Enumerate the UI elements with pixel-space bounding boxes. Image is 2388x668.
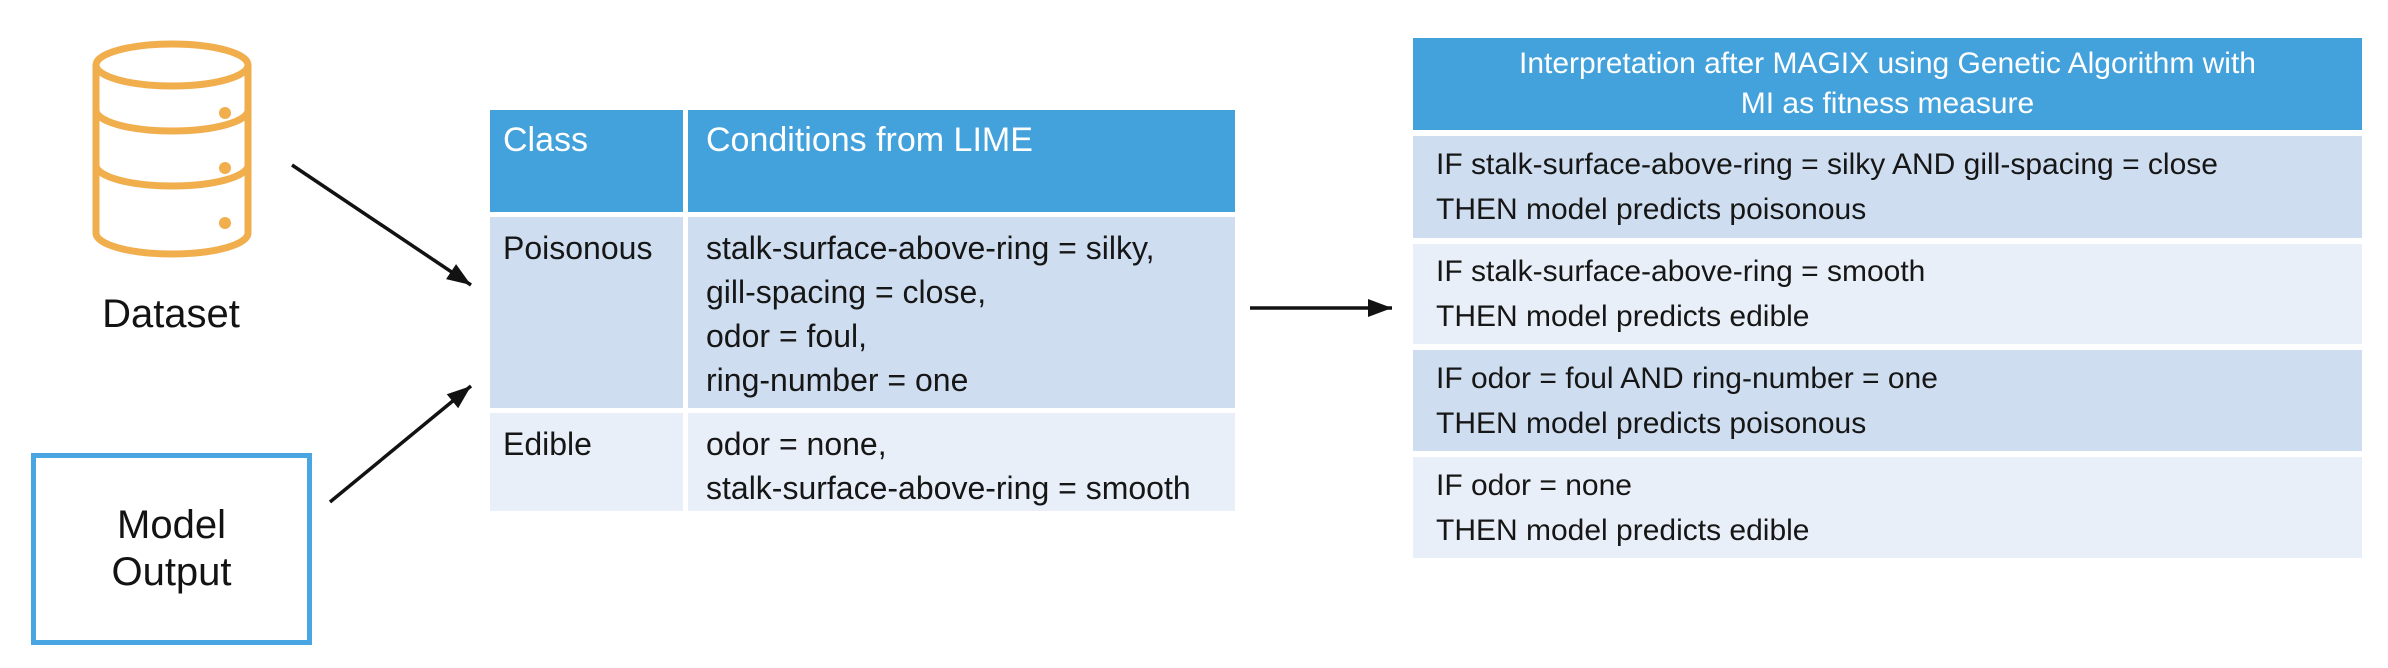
lime-row-edible-class: Edible <box>490 413 683 511</box>
magix-table: Interpretation after MAGIX using Genetic… <box>1413 38 2362 558</box>
magix-rule-3: IF odor = foul AND ring-number = one THE… <box>1413 350 2362 451</box>
database-icon <box>92 40 252 258</box>
dataset-label: Dataset <box>102 292 240 336</box>
lime-header-class: Class <box>490 110 683 212</box>
model-output-label: Model Output <box>111 503 232 594</box>
lime-table: Class Conditions from LIME Poisonous sta… <box>490 110 1235 511</box>
lime-row-poisonous-class: Poisonous <box>490 217 683 408</box>
lime-row-poisonous-conditions: stalk-surface-above-ring = silky, gill-s… <box>688 217 1235 408</box>
lime-header-conditions: Conditions from LIME <box>688 110 1235 212</box>
magix-rule-1: IF stalk-surface-above-ring = silky AND … <box>1413 136 2362 238</box>
magix-rule-2: IF stalk-surface-above-ring = smooth THE… <box>1413 244 2362 344</box>
lime-row-edible-conditions: odor = none, stalk-surface-above-ring = … <box>688 413 1235 511</box>
model-output-box: Model Output <box>31 453 312 645</box>
arrow-model-output-to-lime-table <box>328 384 473 504</box>
magix-table-title: Interpretation after MAGIX using Genetic… <box>1413 38 2362 130</box>
arrow-dataset-to-lime-table <box>291 163 472 287</box>
magix-rule-4: IF odor = none THEN model predicts edibl… <box>1413 457 2362 558</box>
